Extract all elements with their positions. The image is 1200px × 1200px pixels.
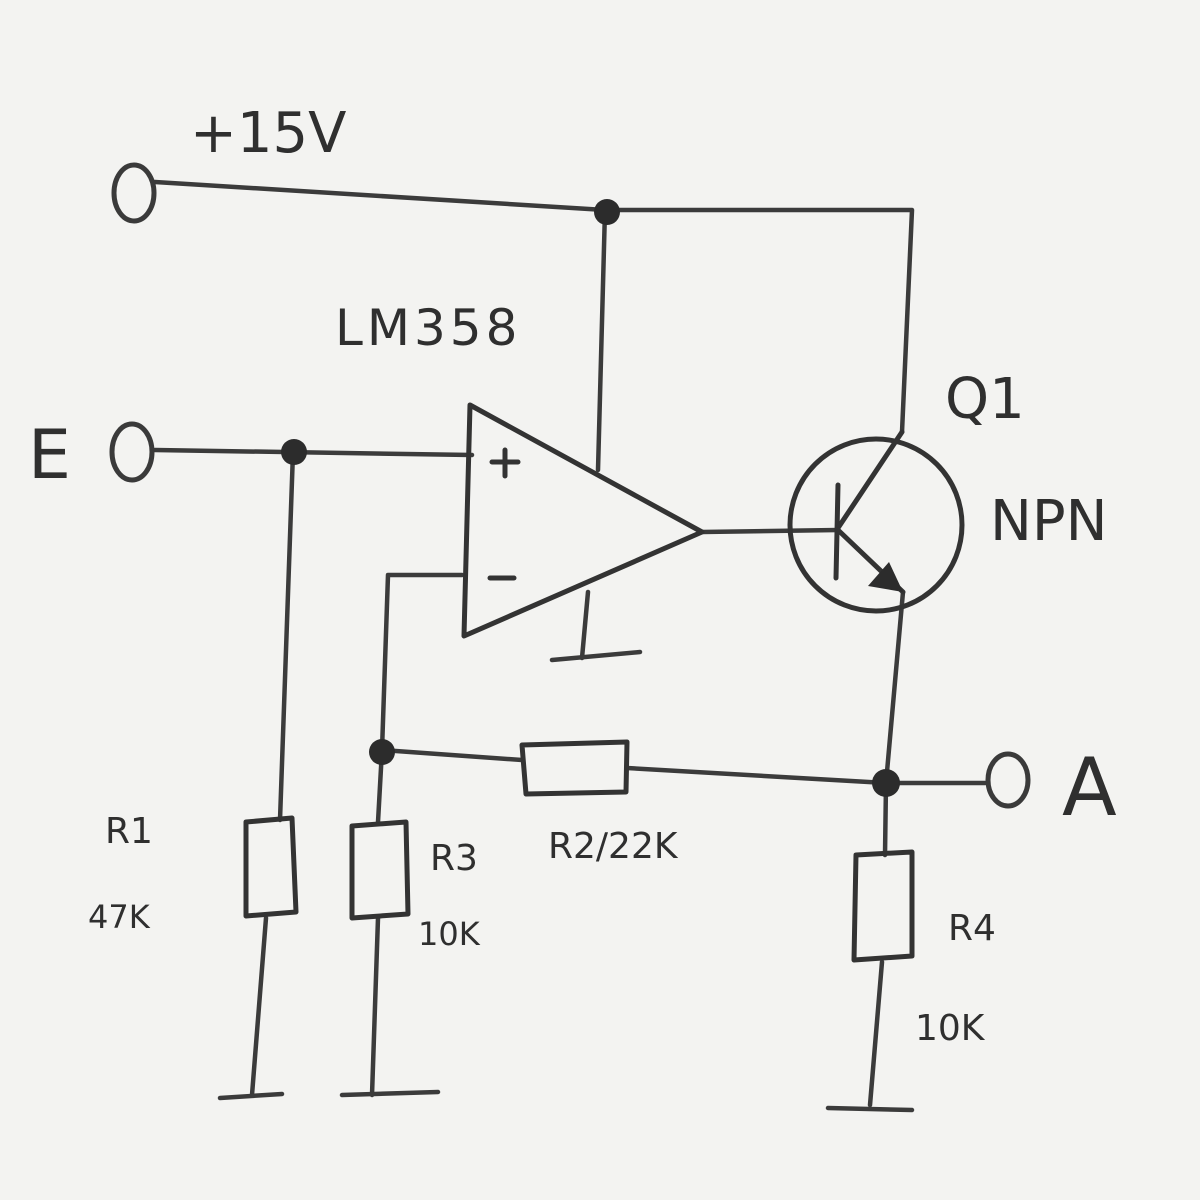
supply-label: +15V	[190, 101, 347, 166]
resistor-r2-body	[519, 739, 630, 797]
junction-dot	[369, 739, 395, 765]
opamp	[461, 402, 705, 639]
transistor-q1	[787, 429, 965, 614]
transistor-collector	[835, 429, 905, 531]
wire-opamp-to-ground	[579, 589, 591, 661]
junction-dot	[872, 769, 900, 797]
resistor-r1-body	[243, 815, 299, 919]
r3-name-label: R3	[430, 838, 478, 879]
transistor-type-label: NPN	[990, 489, 1108, 554]
supply-terminal[interactable]	[111, 162, 157, 224]
ground-symbol	[549, 649, 643, 663]
opamp-plus-sign	[489, 447, 521, 479]
ground-symbol	[217, 1091, 285, 1101]
wire-input-to-r1	[277, 449, 296, 823]
input-terminal-e[interactable]	[109, 421, 155, 483]
r4-value-label: 10K	[915, 1008, 986, 1049]
junction-dot	[594, 199, 620, 225]
wire-r2-to-output-node	[624, 765, 889, 786]
terminals	[109, 162, 1031, 809]
wire-supply-rail	[152, 179, 608, 213]
input-label: E	[28, 416, 71, 495]
resistor-r3-body	[349, 819, 411, 921]
wire-node-to-r2	[379, 747, 525, 763]
opamp-triangle	[461, 402, 705, 639]
transistor-emitter-arrow-icon	[868, 562, 903, 592]
output-label: A	[1062, 741, 1117, 834]
resistors	[243, 739, 915, 963]
wire-r4-to-ground	[867, 959, 885, 1108]
junction-dot	[281, 439, 307, 465]
resistor-r4-body	[851, 849, 915, 963]
labels: +15V LM358 Q1 NPN E A R1 47K R3 10K R2/2…	[28, 101, 1117, 1049]
transistor-circle	[787, 436, 965, 614]
ground-symbol	[825, 1105, 915, 1113]
wire-input-to-plus	[152, 447, 475, 458]
ground-symbol	[339, 1089, 441, 1098]
ground-symbols	[217, 649, 915, 1113]
opamp-label: LM358	[335, 299, 521, 357]
r4-name-label: R4	[948, 908, 996, 949]
wire-emitter-to-output-node	[883, 589, 906, 786]
transistor-name-label: Q1	[945, 367, 1025, 432]
r3-value-label: 10K	[418, 915, 481, 953]
junctions	[281, 199, 900, 797]
wire-r3-to-ground	[369, 915, 381, 1098]
wires	[152, 179, 988, 1108]
output-terminal-a[interactable]	[985, 751, 1031, 809]
r2-label: R2/22K	[548, 826, 679, 867]
wire-minus-feedback	[379, 572, 465, 753]
wire-r1-to-ground	[249, 915, 269, 1098]
r1-value-label: 47K	[88, 898, 151, 936]
wire-supply-to-opamp	[595, 207, 608, 473]
wire-supply-to-collector	[602, 207, 915, 435]
wire-opamp-to-base	[699, 527, 841, 535]
r1-name-label: R1	[105, 811, 153, 852]
